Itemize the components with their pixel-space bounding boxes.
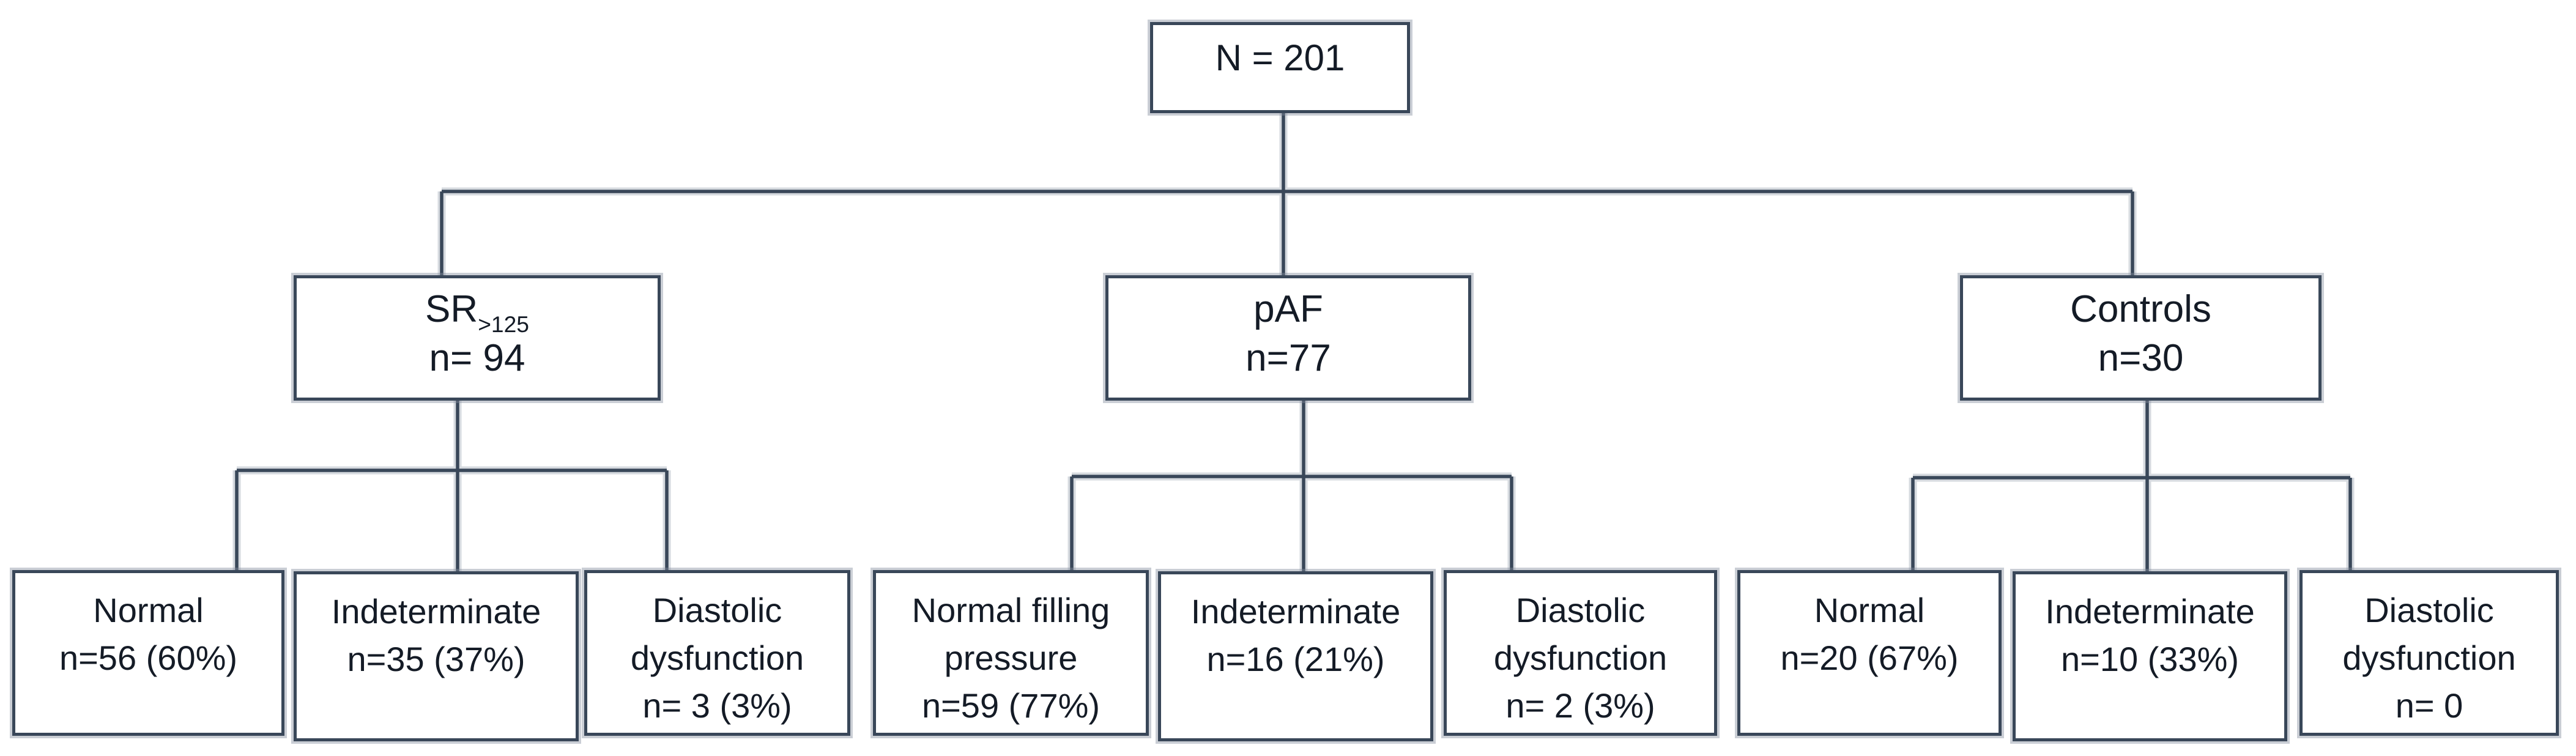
group-label-text: SR: [425, 287, 478, 330]
outcome-count: n=56 (60%): [59, 639, 238, 677]
outcome-label: Diastolic dysfunction: [1493, 591, 1668, 677]
outcome-box-sr-indeterminate: Indeterminate n=35 (37%): [294, 571, 579, 741]
outcome-label: Normal: [93, 591, 204, 629]
group-label: pAF: [1108, 285, 1468, 334]
root-label: N = 201: [1215, 37, 1345, 78]
outcome-count: n=20 (67%): [1780, 639, 1959, 677]
group-count: n= 94: [429, 336, 525, 379]
group-label: Controls: [1963, 285, 2318, 334]
outcome-box-controls-diastolic-dysfunction: Diastolic dysfunction n= 0: [2299, 570, 2559, 736]
outcome-box-paf-indeterminate: Indeterminate n=16 (21%): [1158, 571, 1433, 741]
outcome-count: n= 0: [2395, 686, 2463, 725]
outcome-count: n=10 (33%): [2060, 640, 2240, 678]
outcome-box-controls-normal: Normal n=20 (67%): [1737, 570, 2002, 736]
outcome-count: n=59 (77%): [921, 686, 1101, 725]
outcome-label: Normal filling pressure: [911, 591, 1119, 677]
outcome-box-paf-diastolic-dysfunction: Diastolic dysfunction n= 2 (3%): [1444, 570, 1717, 736]
outcome-label: Indeterminate: [1190, 592, 1401, 631]
outcome-label: Normal: [1814, 591, 1925, 629]
group-label-text: Controls: [2070, 287, 2211, 330]
group-label: SR>125: [297, 285, 658, 338]
group-count: n=30: [2098, 336, 2184, 379]
root-box-total: N = 201: [1150, 22, 1410, 113]
outcome-label: Indeterminate: [2045, 592, 2255, 631]
group-label-subscript: >125: [478, 311, 529, 338]
group-box-controls: Controls n=30: [1960, 275, 2322, 401]
connector-core: [235, 113, 2352, 574]
outcome-count: n= 3 (3%): [642, 686, 792, 725]
group-box-sr125: SR>125 n= 94: [294, 275, 661, 401]
group-count: n=77: [1245, 336, 1331, 379]
outcome-box-sr-diastolic-dysfunction: Diastolic dysfunction n= 3 (3%): [584, 570, 850, 736]
outcome-count: n= 2 (3%): [1505, 686, 1655, 725]
group-label-text: pAF: [1253, 287, 1323, 330]
outcome-box-paf-normal-filling-pressure: Normal filling pressure n=59 (77%): [873, 570, 1149, 736]
outcome-box-sr-normal: Normal n=56 (60%): [12, 570, 284, 736]
outcome-label: Diastolic dysfunction: [630, 591, 804, 677]
outcome-label: Indeterminate: [331, 592, 541, 631]
outcome-count: n=35 (37%): [347, 640, 525, 678]
outcome-box-controls-indeterminate: Indeterminate n=10 (33%): [2013, 571, 2287, 741]
group-box-paf: pAF n=77: [1105, 275, 1471, 401]
outcome-label: Diastolic dysfunction: [2342, 591, 2516, 677]
outcome-count: n=16 (21%): [1206, 640, 1385, 678]
